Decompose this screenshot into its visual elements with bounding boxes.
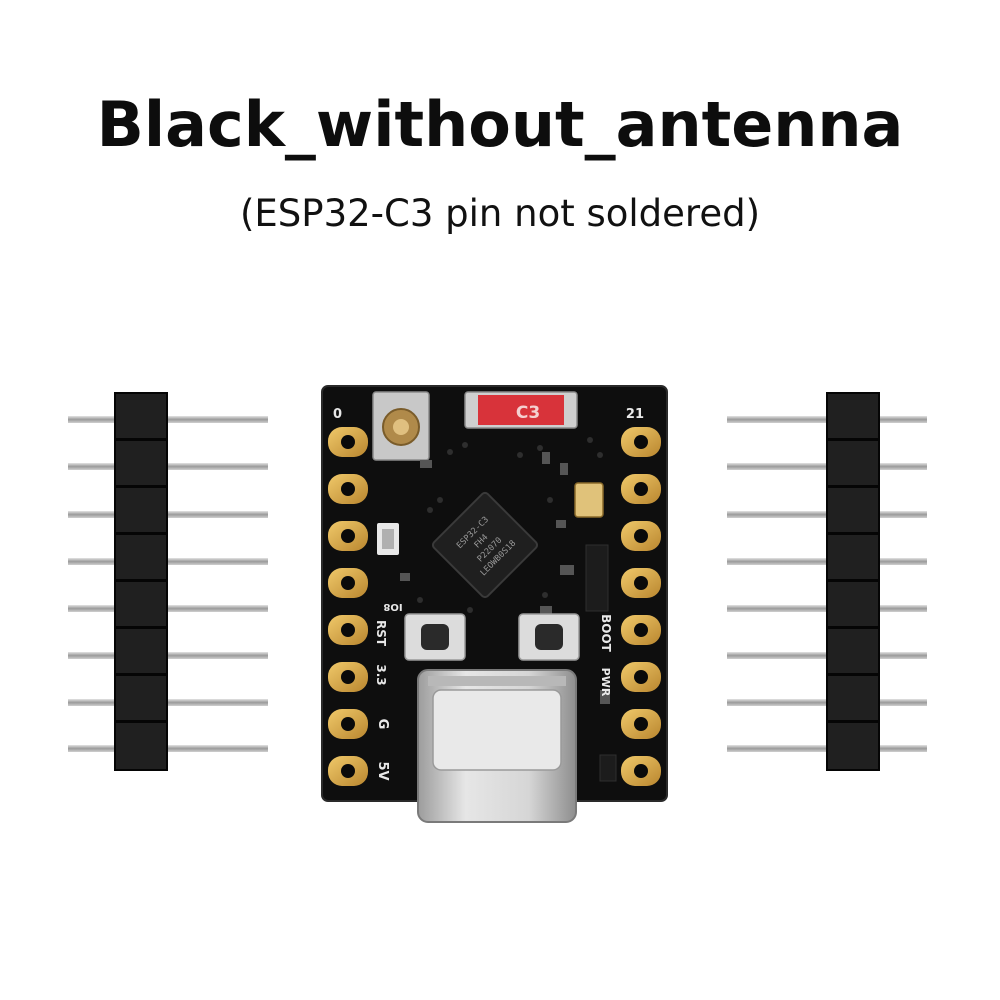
pin-header-left <box>68 392 268 771</box>
c3-component: C3 <box>464 391 578 429</box>
label-pwr: PWR <box>599 668 612 697</box>
c3-label: C3 <box>516 403 540 423</box>
pads-left <box>328 427 368 786</box>
header-plastic-right <box>826 392 880 771</box>
header-plastic-left <box>114 392 168 771</box>
pads-right <box>621 427 661 786</box>
vias <box>417 437 603 613</box>
esp32-c3-chip: ESP32-C3 FH4 P22070 LEOWB0S18 <box>431 491 539 599</box>
label-boot: BOOT <box>599 614 613 653</box>
page-subtitle: (ESP32-C3 pin not soldered) <box>239 192 761 235</box>
crystal <box>574 482 604 518</box>
pin-label-0: 0 <box>333 407 342 422</box>
label-rst: RST <box>374 620 388 647</box>
label-gnd: G <box>375 719 390 730</box>
label-5v: 5V <box>375 761 390 780</box>
usb-c-port <box>417 669 577 823</box>
ipex-connector <box>372 391 430 461</box>
esp32-c3-board: C3 ESP32-C3 FH4 P22070 LEOWB0S18 <box>321 385 668 823</box>
label-3v3: 3.3 <box>374 664 388 685</box>
page-title: Black_without_antenna <box>96 88 904 161</box>
rst-button <box>404 613 466 661</box>
smd-components <box>377 452 617 782</box>
label-io8: IO8 <box>383 601 402 612</box>
pin-label-21: 21 <box>626 407 644 422</box>
boot-button <box>518 613 580 661</box>
pin-header-right <box>727 392 927 771</box>
